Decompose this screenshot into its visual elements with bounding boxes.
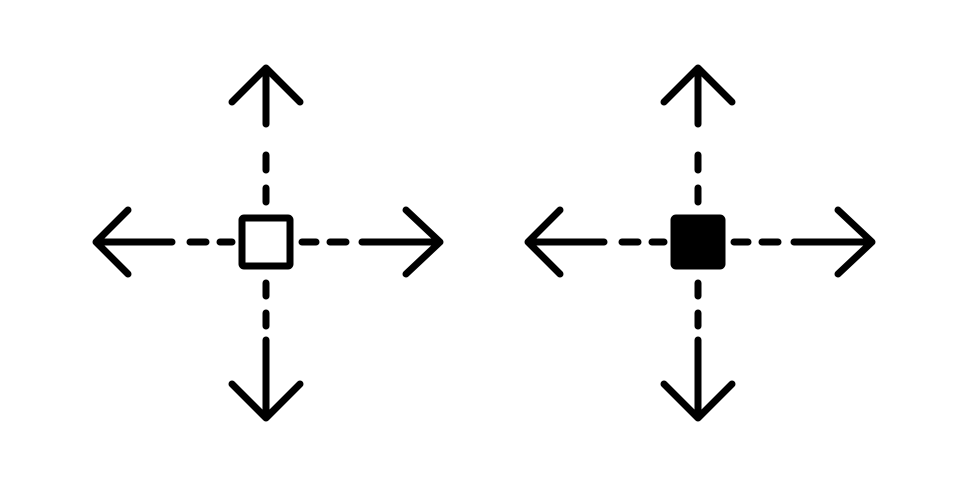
move-arrows-filled-icon xyxy=(524,64,876,422)
right-arrow-head xyxy=(834,206,876,278)
move-arrows-outline-icon xyxy=(92,64,444,422)
down-arrow-head xyxy=(228,380,304,422)
up-arrow-head xyxy=(228,64,304,106)
right-arrow-head xyxy=(402,206,444,278)
left-arrow-head xyxy=(92,206,132,278)
left-arrow-head xyxy=(524,206,564,278)
filled-icon-group xyxy=(524,64,876,422)
center-square-filled xyxy=(670,214,726,270)
down-arrow-head xyxy=(660,380,736,422)
up-arrow-head xyxy=(660,64,736,106)
center-square-outline xyxy=(238,214,294,270)
